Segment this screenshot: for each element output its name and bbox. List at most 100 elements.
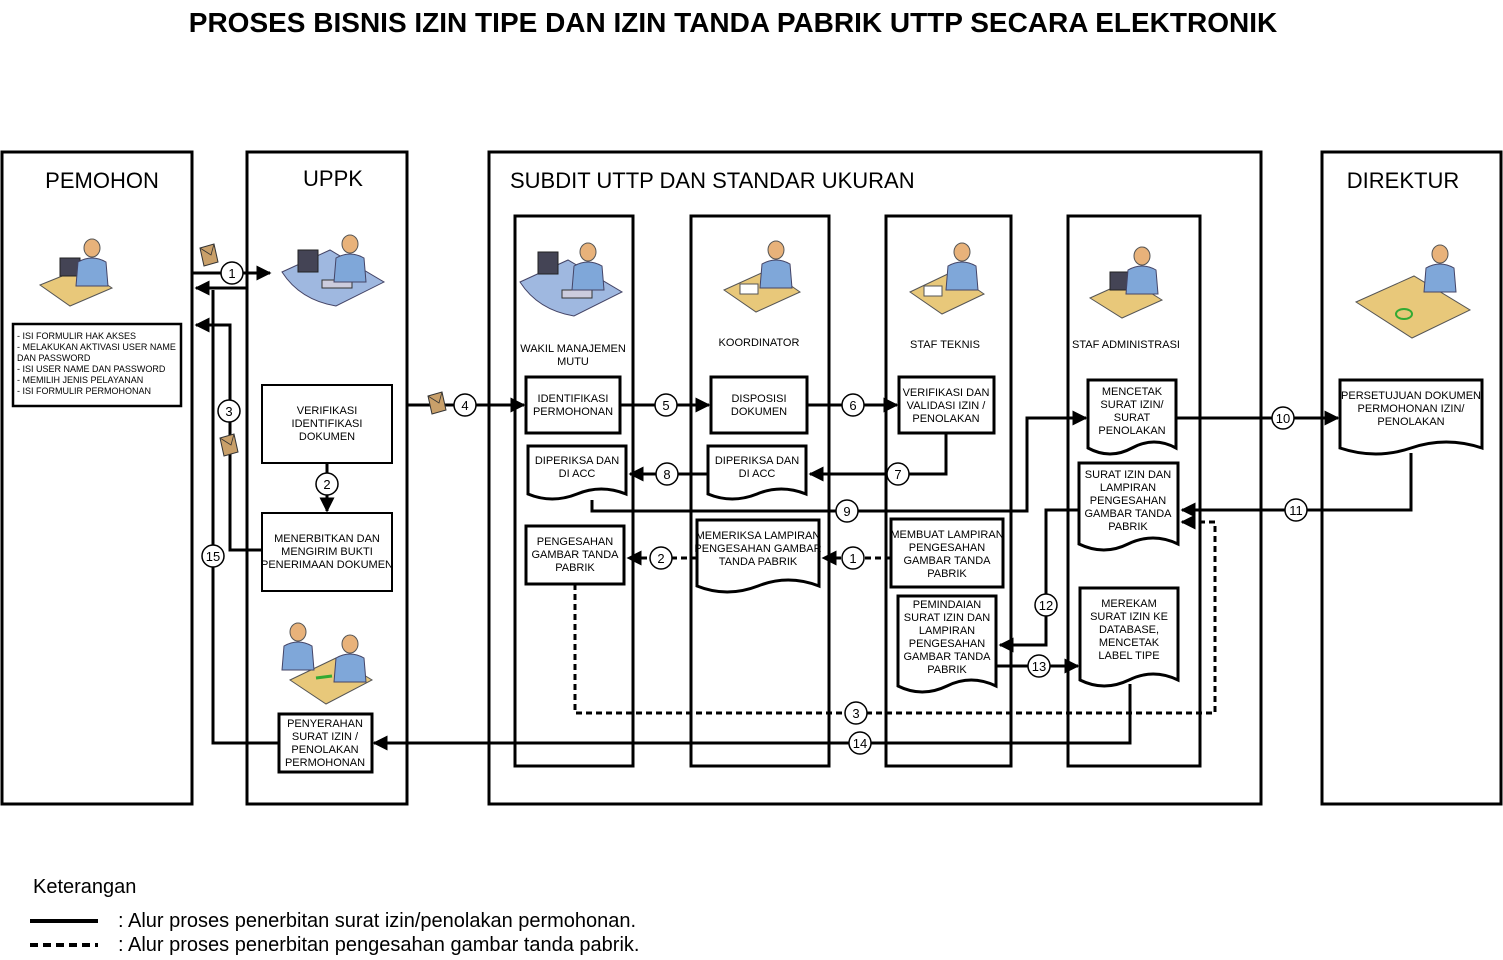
doc-diperiksa-wakil-text: DIPERIKSA DAN (535, 455, 619, 467)
box-verifikasi-validasi-text: VERIFIKASI DAN (903, 387, 990, 399)
box-penyerahan-text: PENYERAHAN (287, 718, 363, 730)
lane-pemohon: PEMOHON (0, 150, 194, 806)
lane-subdit-title: SUBDIT UTTP DAN STANDAR UKURAN (510, 168, 915, 193)
doc-diperiksa-koordinator (706, 444, 808, 501)
doc-surat-izin-lampiran (1077, 461, 1180, 552)
doc-mencetak-text: SURAT IZIN/ (1100, 399, 1164, 411)
doc-diperiksa-wakil-text: DI ACC (559, 468, 596, 480)
box-identifikasi-text: IDENTIFIKASI (538, 393, 609, 405)
doc-memeriksa-lampiran (695, 518, 821, 594)
direktur-signing-icon (1354, 244, 1472, 339)
staf-teknis-desk-icon (909, 242, 985, 315)
doc-memeriksa-lampiran-text: MEMERIKSA LAMPIRAN (696, 530, 821, 542)
step-circle-11 (1284, 498, 1308, 522)
doc-surat-izin-lampiran-text: LAMPIRAN (1100, 482, 1156, 494)
box-penyerahan-text: SURAT IZIN / (292, 731, 359, 743)
step-number: 3 (852, 706, 859, 721)
doc-pemindaian (896, 594, 998, 694)
doc-persetujuan (1338, 378, 1484, 456)
step-circle-15 (201, 544, 225, 568)
step-circle-7 (886, 462, 910, 486)
doc-memeriksa-lampiran-text: PENGESAHAN GAMBAR (694, 543, 821, 555)
doc-pemindaian-text: PENGESAHAN (909, 638, 985, 650)
doc-surat-izin-lampiran-text: GAMBAR TANDA (1085, 508, 1173, 520)
step-number: 2 (323, 477, 330, 492)
pemohon-steps-box: - ISI FORMULIR HAK AKSES - MELAKUKAN AKT… (11, 322, 183, 408)
box-disposisi (709, 375, 809, 435)
doc-mencetak (1086, 378, 1178, 456)
doc-pemindaian-text: SURAT IZIN DAN (904, 612, 990, 624)
doc-persetujuan-text: PERSETUJUAN DOKUMEN (1341, 390, 1481, 402)
role-staf-teknis: STAF TEKNIS (910, 339, 980, 351)
step-circle-14 (848, 731, 872, 755)
step-circle-6 (841, 393, 865, 417)
box-menerbitkan-text: MENGIRIM BUKTI (281, 546, 373, 558)
flow-7 (808, 433, 948, 482)
doc-merekam-text: SURAT IZIN KE (1090, 611, 1168, 623)
step-number: 12 (1039, 598, 1053, 613)
box-verifikasi-validasi (897, 375, 996, 435)
doc-pemindaian-text: LAMPIRAN (919, 625, 975, 637)
step-number: 3 (225, 404, 232, 419)
step-number: 1 (849, 551, 856, 566)
role-wakil-line2: MUTU (557, 356, 589, 368)
envelope-icon (427, 391, 447, 415)
role-staf-admin: STAF ADMINISTRASI (1072, 339, 1180, 351)
lane-direktur-title: DIREKTUR (1347, 168, 1459, 193)
box-verifikasi-validasi-text: VALIDASI IZIN / (907, 400, 987, 412)
step-circle-12 (1034, 593, 1058, 617)
pemohon-step: DAN PASSWORD (17, 353, 91, 363)
step-circle-8 (655, 462, 679, 486)
box-verifikasi-identifikasi-text: IDENTIFIKASI (292, 418, 363, 430)
column-staf-admin (1066, 214, 1202, 768)
pemohon-step: - MELAKUKAN AKTIVASI USER NAME (17, 342, 176, 352)
doc-persetujuan-text: PENOLAKAN (1377, 416, 1444, 428)
doc-mencetak-text: MENCETAK (1102, 386, 1163, 398)
box-disposisi-text: DOKUMEN (731, 406, 787, 418)
step-number: 6 (849, 398, 856, 413)
step-number: 1 (228, 266, 235, 281)
step-circle-2 (315, 472, 339, 496)
box-verifikasi-identifikasi (261, 384, 393, 464)
box-pengesahan-text: PENGESAHAN (537, 536, 613, 548)
step-number: 7 (894, 467, 901, 482)
box-disposisi-text: DISPOSISI (731, 393, 786, 405)
box-pengesahan-text: PABRIK (555, 562, 595, 574)
box-menerbitkan (261, 512, 393, 592)
box-verifikasi-identifikasi-text: VERIFIKASI (297, 405, 358, 417)
pemohon-step: - ISI USER NAME DAN PASSWORD (17, 364, 166, 374)
step-circle-13 (1027, 654, 1051, 678)
step-number: 5 (662, 398, 669, 413)
legend-solid-text: : Alur proses penerbitan surat izin/peno… (118, 910, 636, 932)
doc-pemindaian-text: PABRIK (927, 664, 967, 676)
step-circle-1 (220, 261, 244, 285)
step-number: 14 (853, 736, 867, 751)
doc-surat-izin-lampiran-text: PABRIK (1108, 521, 1148, 533)
box-membuat-lampiran-text: PENGESAHAN (909, 542, 985, 554)
step-number: 11 (1289, 503, 1303, 518)
box-membuat-lampiran (889, 517, 1005, 589)
step-number: 10 (1276, 411, 1290, 426)
doc-merekam-text: LABEL TIPE (1098, 650, 1159, 662)
column-wakil (513, 214, 635, 768)
box-penyerahan-text: PENOLAKAN (291, 744, 358, 756)
doc-mencetak-text: PENOLAKAN (1098, 425, 1165, 437)
doc-merekam-text: DATABASE, (1099, 624, 1159, 636)
flow-15 (211, 290, 279, 745)
doc-diperiksa-koordinator-text: DI ACC (739, 468, 776, 480)
step-circle-3 (217, 399, 241, 423)
box-penyerahan-text: PERMOHONAN (285, 757, 365, 769)
legend-title: Keterangan (33, 876, 136, 898)
role-koordinator: KOORDINATOR (719, 337, 800, 349)
doc-surat-izin-lampiran-text: PENGESAHAN (1090, 495, 1166, 507)
step-number: 8 (663, 467, 670, 482)
koordinator-desk-icon (722, 240, 802, 313)
flow-9 (590, 410, 1088, 513)
step-circle-4 (453, 393, 477, 417)
step-circle-5 (654, 393, 678, 417)
doc-persetujuan-text: PERMOHONAN IZIN/ (1358, 403, 1466, 415)
doc-diperiksa-koordinator-text: DIPERIKSA DAN (715, 455, 799, 467)
pemohon-step: - ISI FORMULIR PERMOHONAN (17, 386, 151, 396)
uppk-handover-icon (281, 622, 374, 705)
pemohon-computer-user-icon (38, 238, 114, 307)
